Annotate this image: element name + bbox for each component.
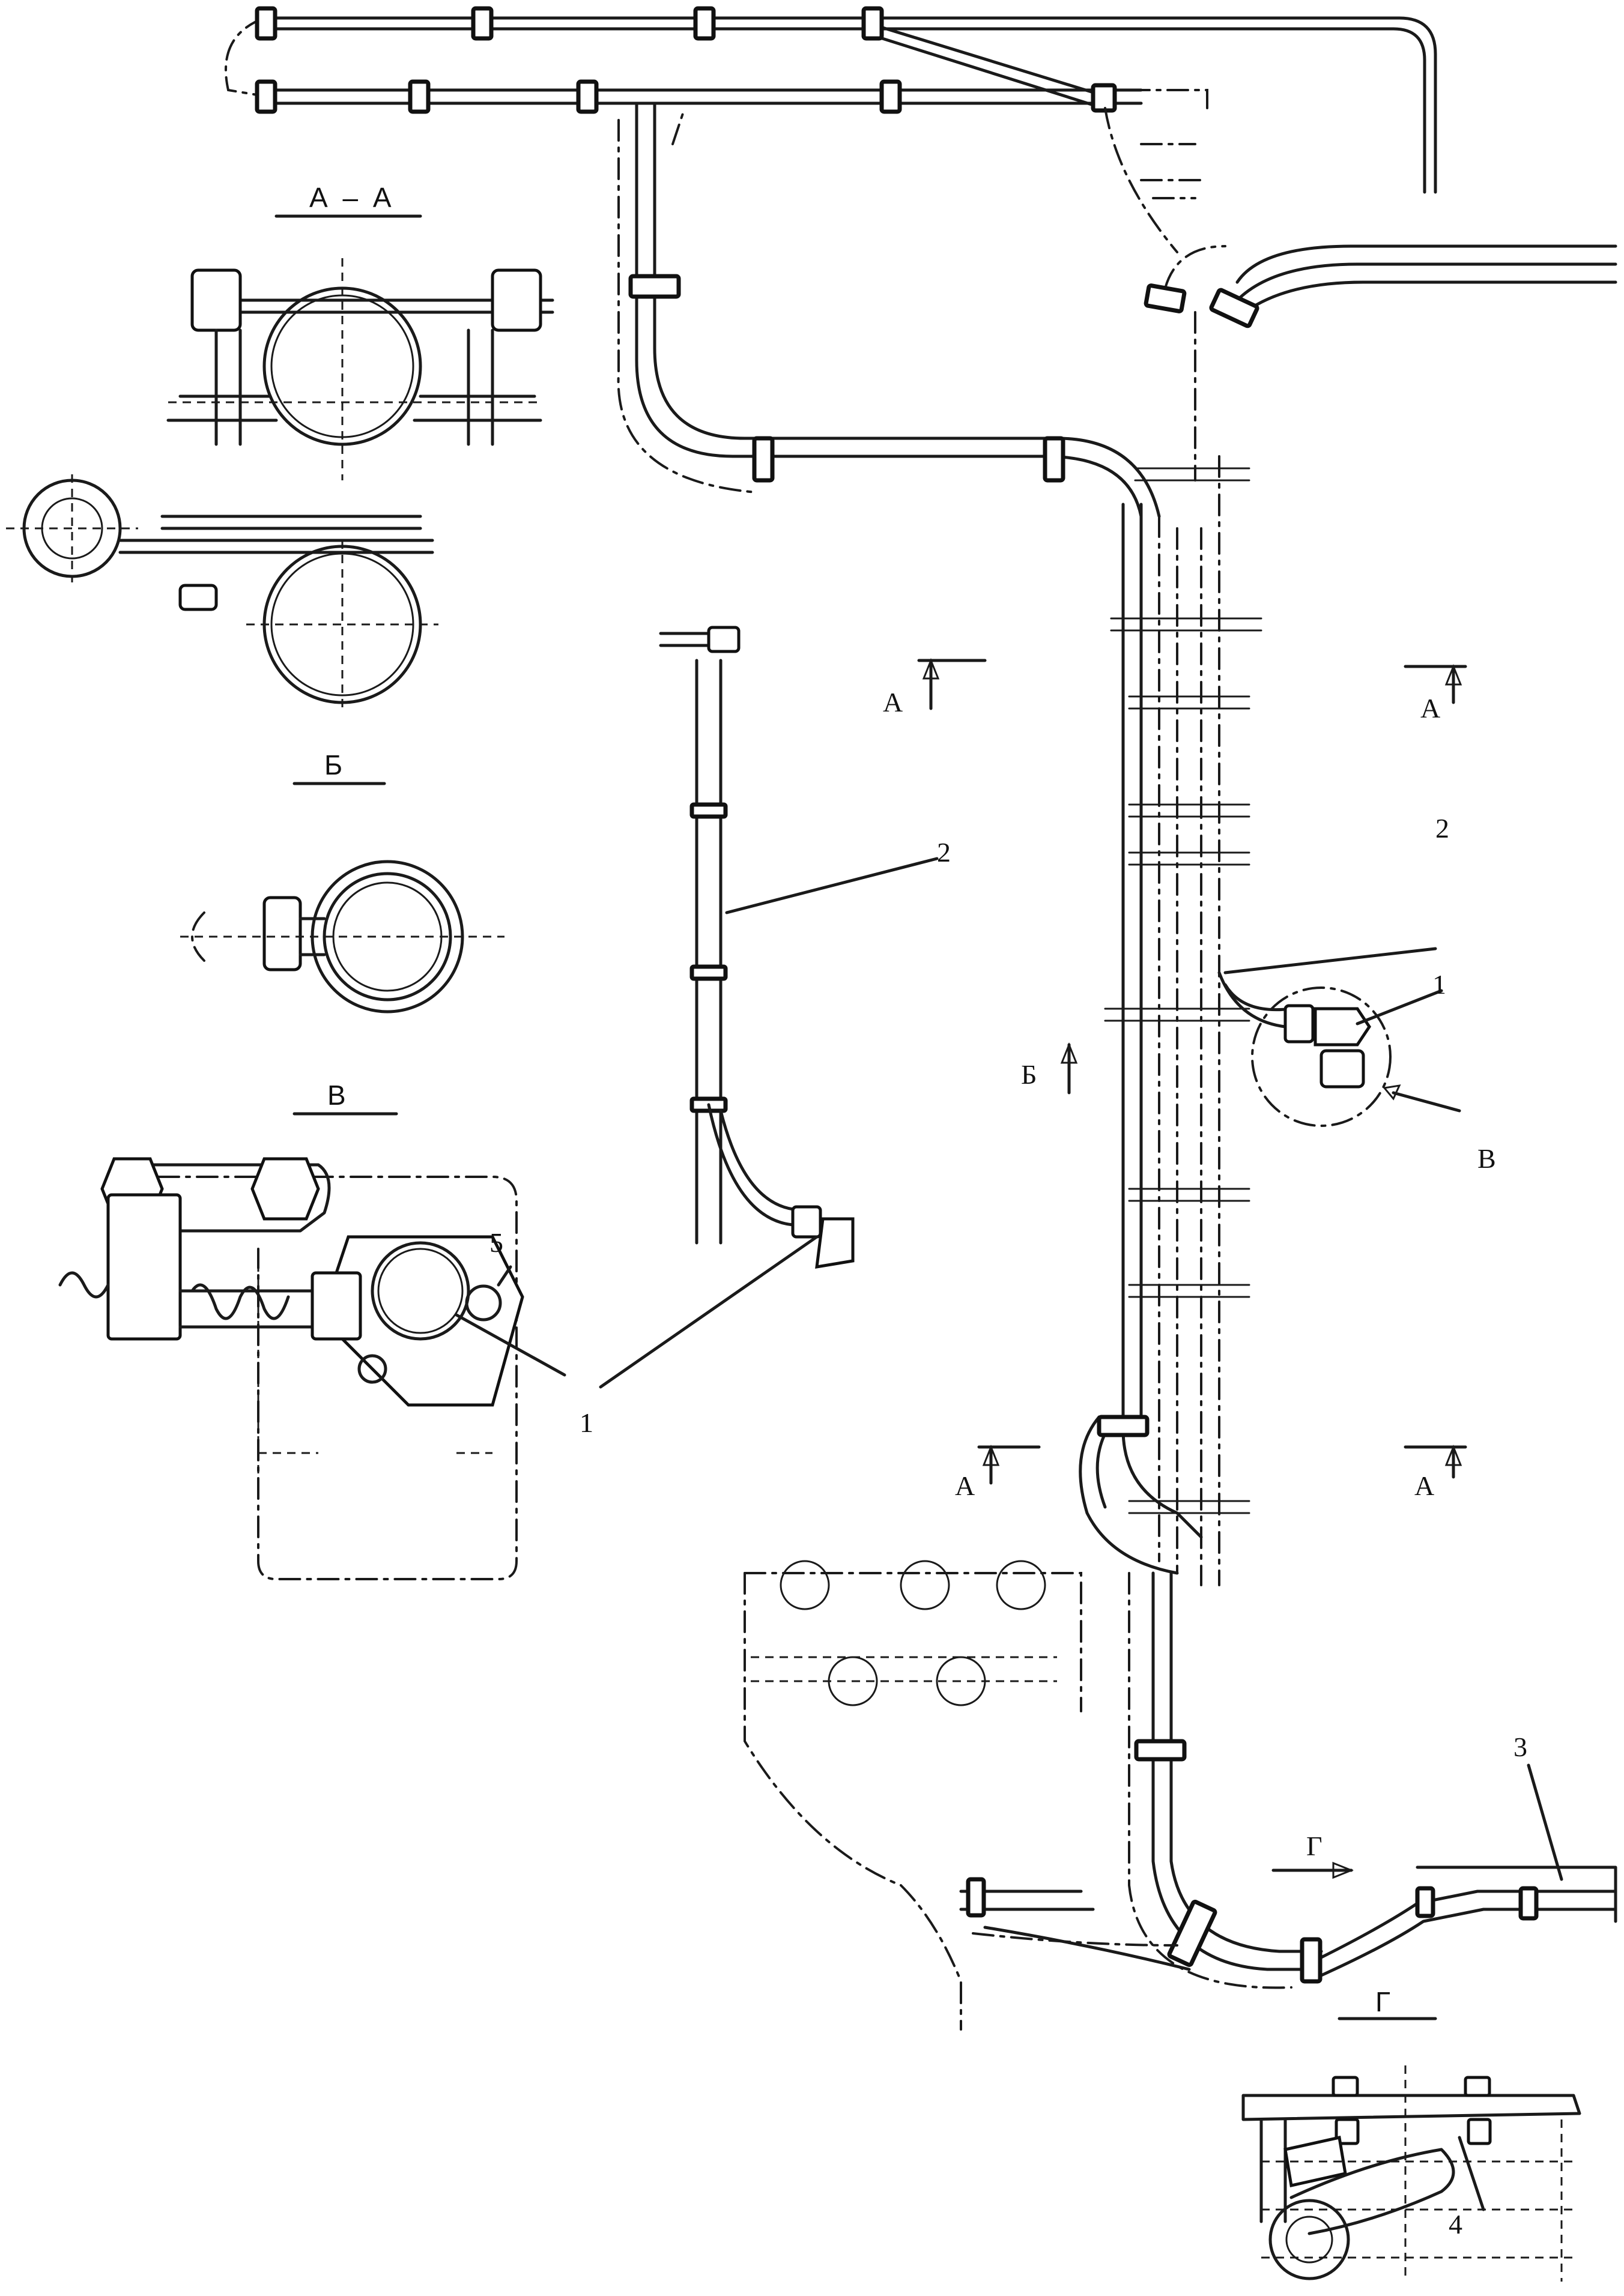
clamp-top-5 [255,79,277,114]
section-arrows [917,657,1467,1879]
section-mark-g: Г [1306,1831,1323,1861]
clamp-drop-3 [1043,436,1065,483]
section-mark-b: Б [1021,1059,1037,1090]
small-harness [599,626,939,1389]
detail-v-circle [1251,986,1392,1127]
main-trunk [959,311,1617,1989]
body-frame-outline [744,1560,1082,2031]
clamp-top-7 [576,79,599,114]
callout-5-detail: 5 [489,1227,503,1258]
callout-4: 4 [1449,2209,1462,2240]
clamp-top-6 [408,79,431,114]
clamp-top-3 [693,6,716,41]
view-g-detail [1241,2017,1581,2282]
clamp-top-9 [1091,83,1117,113]
clamp-lower-4 [1518,1886,1539,1921]
top-harness [225,6,1437,253]
clamp-branch-2 [1209,288,1259,328]
section-mark-v: В [1477,1143,1496,1174]
clamp-branch-1 [1144,283,1187,313]
clamp-lower-1 [1134,1739,1187,1762]
section-aa-view [6,214,554,708]
clamp-top-1 [255,6,277,41]
clamp-lower-3 [1415,1886,1435,1918]
callout-1-detail: 1 [580,1407,593,1438]
section-mark-a1: А [883,687,903,718]
callout-3: 3 [1513,1732,1527,1762]
clamp-top-2 [471,6,494,41]
section-aa-title: А – А [309,182,395,213]
section-mark-a2: А [1420,693,1440,724]
section-mark-a4: А [1414,1470,1434,1501]
callout-1-main: 1 [1432,969,1446,1000]
clamp-trunk-lower [1097,1415,1150,1437]
callout-1-small: 1 [580,1407,593,1438]
clamp-drop-2 [752,436,775,483]
view-g-title: Г [1375,1986,1394,2017]
view-b-title: Б [324,749,346,781]
clamp-lower-2 [1300,1937,1323,1984]
clamp-drop-1 [628,274,681,299]
vertical-drop-upper [617,101,1161,518]
trunk-sensor [1217,947,1461,1127]
clamp-lower-5 [1167,1900,1217,1967]
section-mark-a3: А [955,1470,975,1501]
clamp-lower-left [966,1877,986,1918]
trunk-flanges [1104,467,1262,1514]
clamp-top-4 [861,6,884,41]
right-branch [1144,244,1617,328]
view-v-detail [58,1112,566,1580]
view-b-ring [180,782,504,1014]
leader-3 [1527,1763,1563,1881]
callout-2-main: 2 [1435,813,1449,844]
clamp-top-8 [879,79,902,114]
callout-2-small: 2 [937,837,951,868]
view-v-title: В [327,1080,350,1111]
